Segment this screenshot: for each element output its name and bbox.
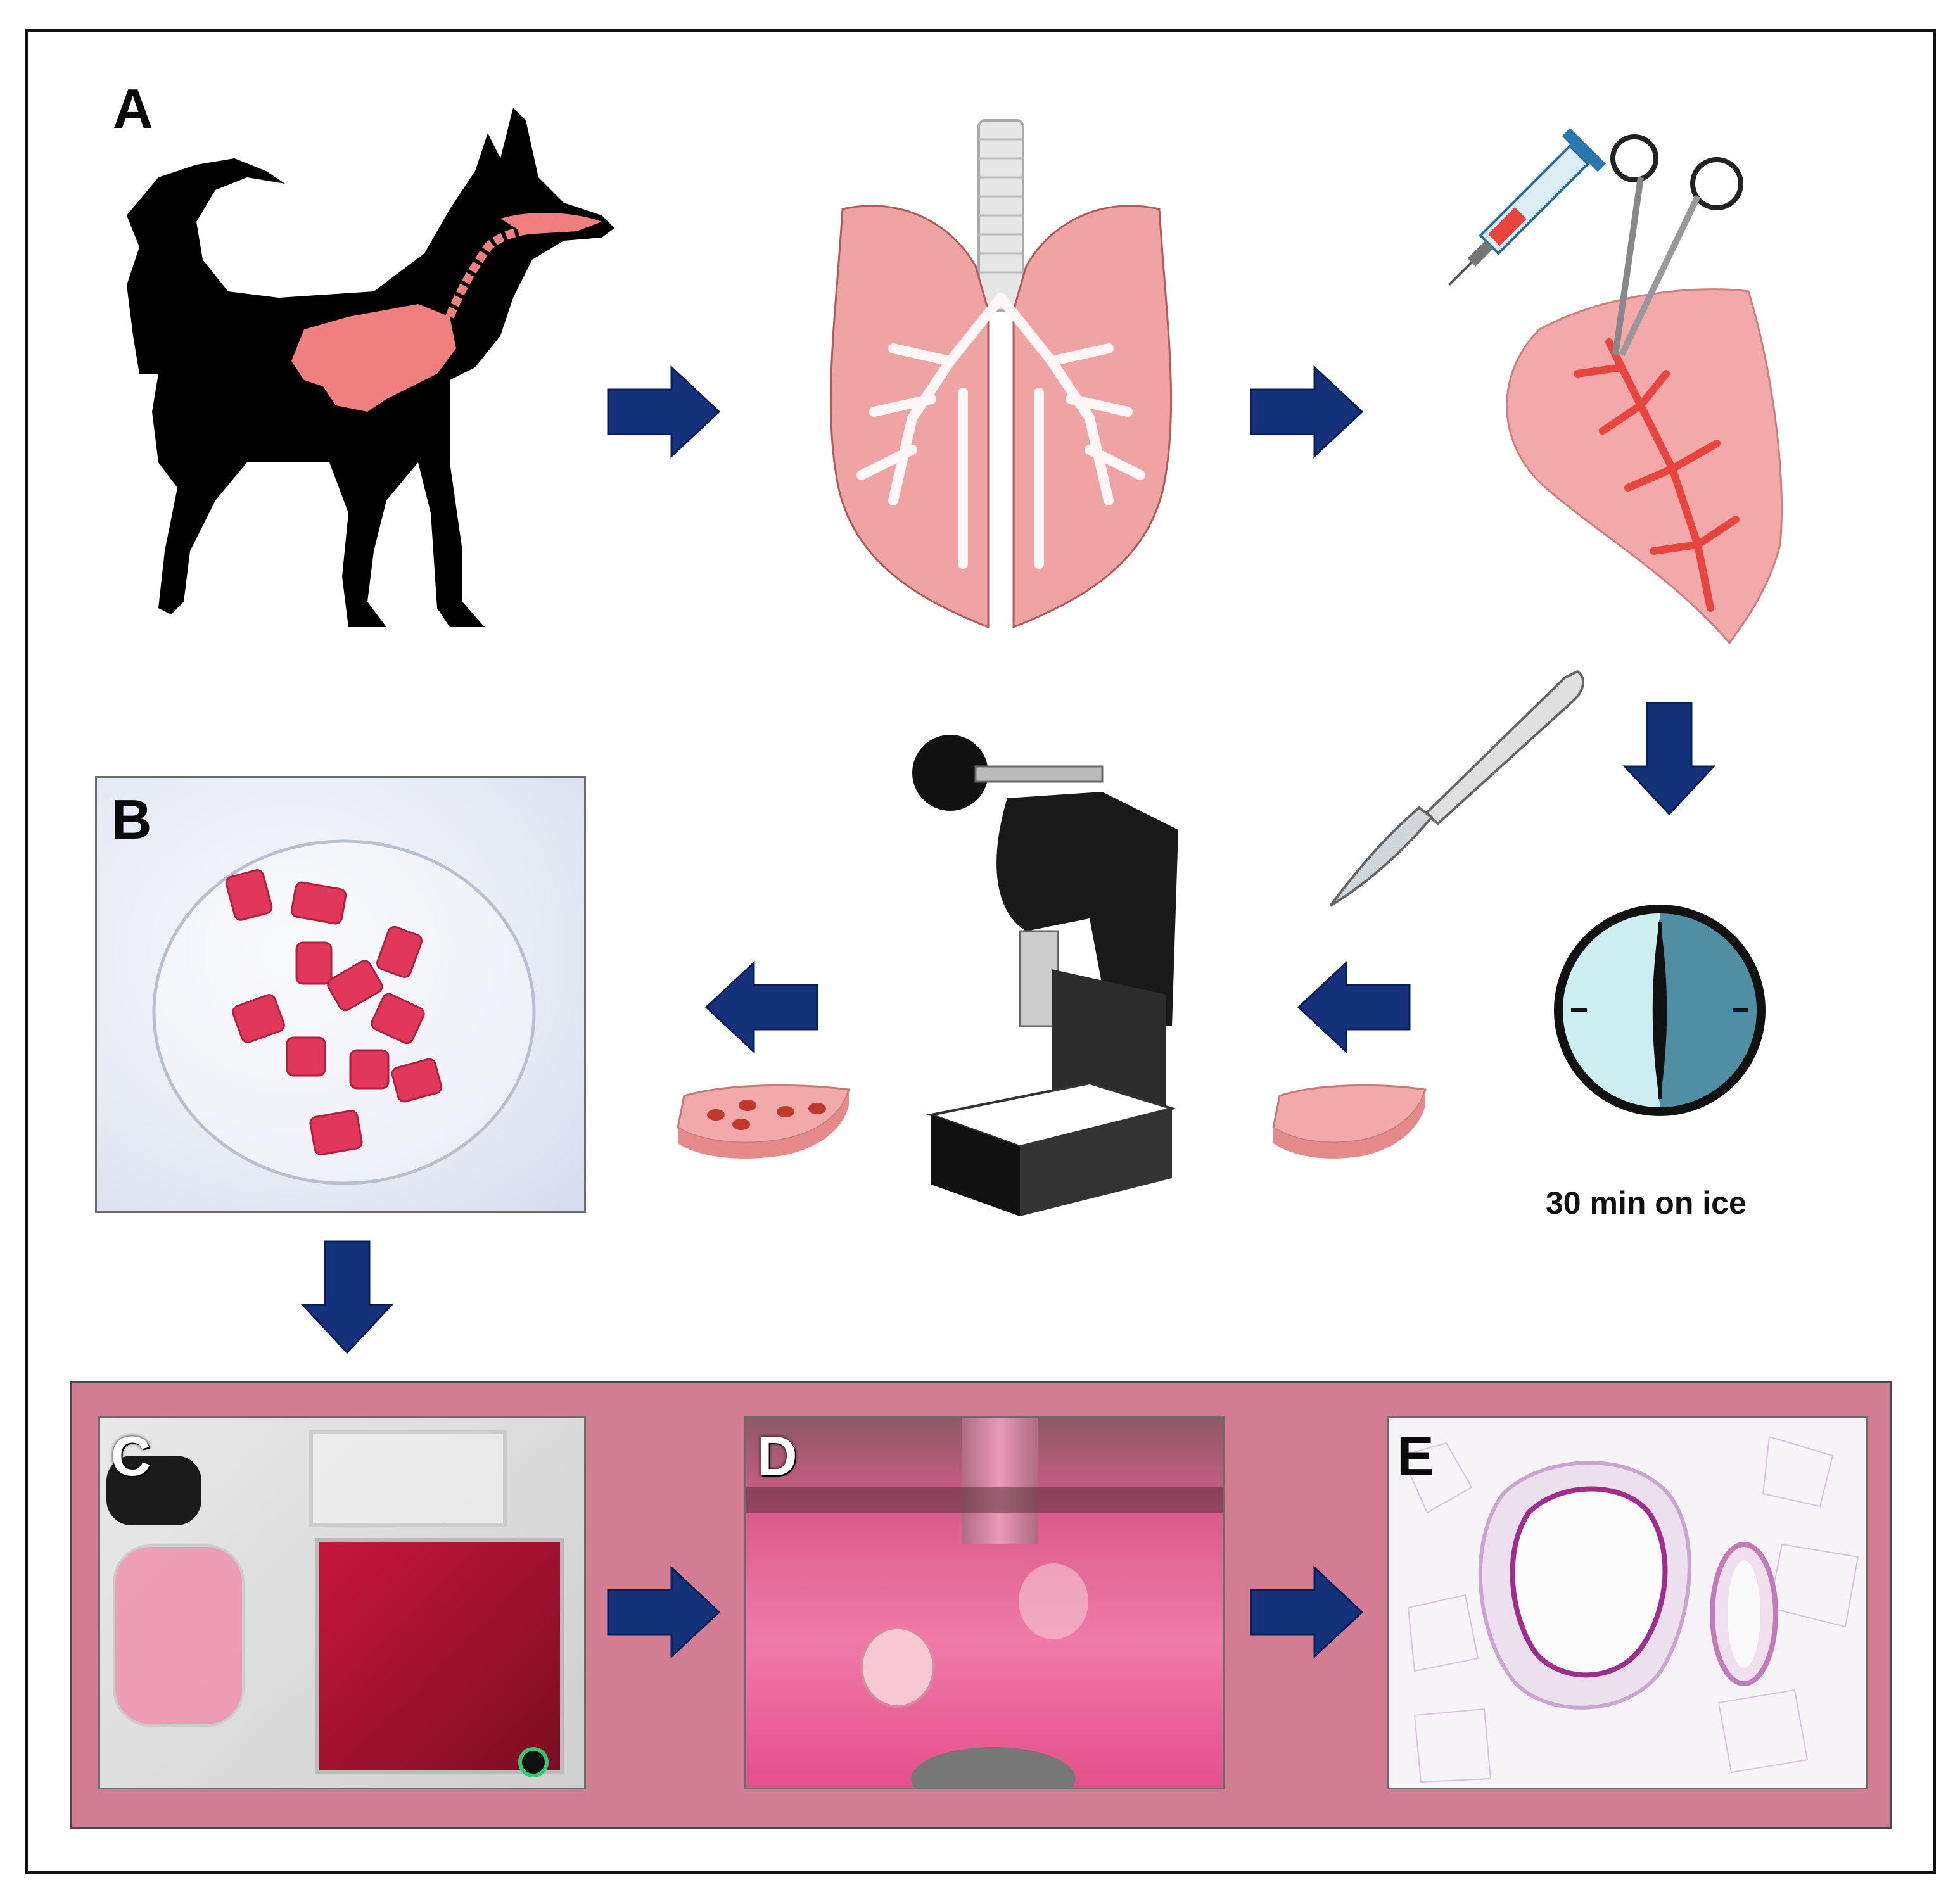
- panel-c-photo: [98, 1416, 586, 1789]
- forceps-icon: [1610, 134, 1743, 357]
- clock-icon: [1554, 905, 1766, 1116]
- arrow-right-icon: [607, 365, 721, 459]
- clock-caption: 30 min on ice: [1546, 1185, 1747, 1221]
- scalpel-icon: [1329, 670, 1584, 907]
- panel-label-c: C: [111, 1425, 151, 1487]
- arrow-left-icon: [704, 960, 818, 1054]
- panel-d-photo: [744, 1416, 1225, 1789]
- arrow-right-icon: [1250, 1565, 1364, 1659]
- panel-e-photo: [1387, 1416, 1868, 1789]
- arrow-right-icon: [607, 1565, 721, 1659]
- arrow-left-icon: [1297, 960, 1411, 1054]
- lungs-icon: [829, 119, 1173, 629]
- petri-dish-icon: [152, 839, 536, 1185]
- panel-label-b: B: [111, 788, 152, 851]
- punched-slice-icon: [677, 1084, 850, 1159]
- lung-lobe-icon: [1506, 288, 1783, 645]
- arrow-down-icon: [1622, 702, 1716, 816]
- arrow-down-icon: [300, 1240, 394, 1354]
- dog-silhouette-icon: [127, 108, 614, 627]
- panel-label-d: D: [757, 1425, 798, 1487]
- tissue-corer-icon: [912, 735, 1178, 1216]
- panel-label-a: A: [113, 77, 153, 140]
- panel-label-e: E: [1397, 1425, 1434, 1487]
- panel-b-photo: [95, 776, 586, 1213]
- arrow-right-icon: [1250, 365, 1364, 459]
- tissue-slice-icon: [1272, 1084, 1427, 1159]
- syringe-icon: [1448, 128, 1606, 286]
- histology-section-icon: [1401, 1435, 1859, 1783]
